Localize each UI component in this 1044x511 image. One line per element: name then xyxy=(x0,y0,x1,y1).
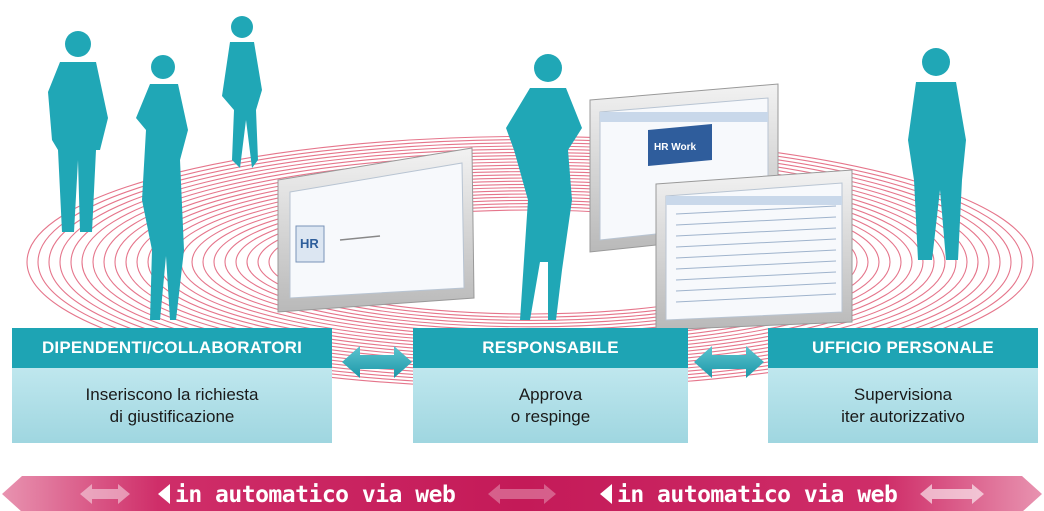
table-row-line xyxy=(675,249,837,259)
automation-banner xyxy=(2,476,1042,511)
monitor-table-rows xyxy=(675,205,837,303)
stage-description: Inseriscono la richiesta di giustificazi… xyxy=(12,368,332,443)
stage-description-line: Inseriscono la richiesta xyxy=(85,384,259,404)
stage-description: Approva o respinge xyxy=(413,368,688,443)
person-silhouette-woman-back xyxy=(222,16,262,168)
stage-title: RESPONSABILE xyxy=(413,328,688,368)
stage-description-line: o respinge xyxy=(510,406,591,426)
stage-description-line: Supervisiona xyxy=(853,384,953,404)
stage-description-line: iter autorizzativo xyxy=(841,406,965,426)
double-headed-arrow-icon xyxy=(694,346,764,378)
table-row-line xyxy=(675,227,837,237)
person-silhouette-woman-center xyxy=(506,54,582,320)
table-row-line xyxy=(675,216,837,226)
banner-arrow-icon xyxy=(488,484,556,504)
person-silhouette-man-right xyxy=(908,48,966,260)
banner-label: in automatico via web xyxy=(617,482,898,508)
double-headed-arrow-icon xyxy=(342,346,412,378)
stage-description-line: di giustificazione xyxy=(109,406,235,426)
banner-label: in automatico via web xyxy=(175,482,456,508)
table-row-line xyxy=(675,260,837,270)
stage-box-manager: RESPONSABILE Approva o respinge xyxy=(413,328,688,443)
monitor-logo-hr-work: HR Work xyxy=(654,142,696,153)
table-row-line xyxy=(675,282,837,292)
banner-arrow-icon xyxy=(920,484,984,504)
banner-chevron-icon xyxy=(158,484,170,504)
stage-title: DIPENDENTI/COLLABORATORI xyxy=(12,328,332,368)
person-silhouette-man-left xyxy=(48,31,108,232)
person-silhouette-woman-left xyxy=(136,55,188,320)
table-row-line xyxy=(675,293,837,303)
table-row-line xyxy=(675,271,837,281)
banner-arrow-icon xyxy=(80,484,130,504)
monitor-screen-right xyxy=(655,169,853,331)
banner-chevron-icon xyxy=(600,484,612,504)
stage-description-line: Approva xyxy=(518,384,583,404)
stage-description: Supervisiona iter autorizzativo xyxy=(768,368,1038,443)
stage-box-employees: DIPENDENTI/COLLABORATORI Inseriscono la … xyxy=(12,328,332,443)
table-row-line xyxy=(675,205,837,215)
monitor-screen-left: HR xyxy=(277,147,475,313)
stage-box-hr-office: UFFICIO PERSONALE Supervisiona iter auto… xyxy=(768,328,1038,443)
table-row-line xyxy=(675,238,837,248)
stage-title: UFFICIO PERSONALE xyxy=(768,328,1038,368)
monitor-logo-hr: HR xyxy=(300,236,319,251)
